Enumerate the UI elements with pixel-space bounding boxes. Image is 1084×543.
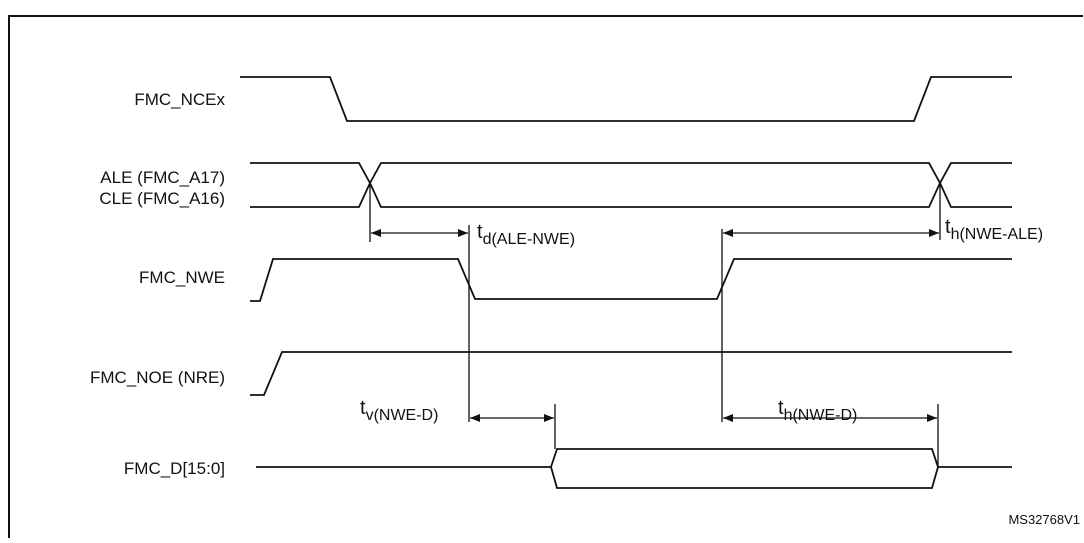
label-th-nwe-d: th(NWE-D) [778, 397, 857, 424]
timing-diagram: FMC_NCEx ALE (FMC_A17) CLE (FMC_A16) FMC… [8, 0, 1084, 538]
waveform-nwe [250, 258, 1012, 302]
signal-label-cle: CLE (FMC_A16) [99, 189, 225, 208]
signal-label-noe: FMC_NOE (NRE) [90, 368, 225, 387]
label-th-nwe-ale: th(NWE-ALE) [945, 216, 1043, 243]
figure-reference: MS32768V1 [1008, 512, 1080, 527]
signal-label-ale: ALE (FMC_A17) [100, 168, 225, 187]
waveform-data [256, 448, 1012, 468]
waveform-ale-cle-upper [250, 162, 1012, 185]
diagram-frame [8, 15, 1083, 538]
signal-label-data: FMC_D[15:0] [124, 459, 225, 478]
signal-label-nce: FMC_NCEx [134, 90, 225, 109]
label-td-ale-nwe: td(ALE-NWE) [477, 221, 575, 248]
label-tv-nwe-d: tv(NWE-D) [360, 397, 438, 424]
timing-diagram-svg: FMC_NCEx ALE (FMC_A17) CLE (FMC_A16) FMC… [8, 15, 1083, 538]
waveform-data-lower [550, 466, 939, 489]
signal-label-nwe: FMC_NWE [139, 268, 225, 287]
waveform-nce [240, 76, 1012, 122]
waveform-ale-cle-lower [250, 180, 1012, 208]
waveform-noe [250, 351, 1012, 396]
